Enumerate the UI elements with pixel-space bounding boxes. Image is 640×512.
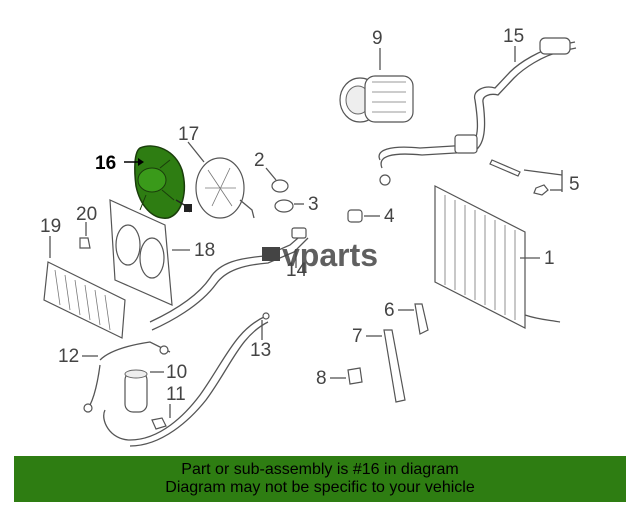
callout-7: 7 <box>352 326 363 347</box>
callout-4: 4 <box>384 206 395 227</box>
callout-12: 12 <box>58 346 79 367</box>
part-pressure-pipe[interactable] <box>378 37 577 186</box>
part-auxiliary-fan[interactable] <box>187 141 255 219</box>
callout-19: 19 <box>40 216 61 237</box>
part-fan-shroud[interactable] <box>109 199 190 306</box>
callout-11: 11 <box>166 384 186 405</box>
callout-8: 8 <box>316 368 327 389</box>
part-seal-kit[interactable] <box>489 159 563 196</box>
callout-16: 16 <box>95 153 116 174</box>
callout-2: 2 <box>254 150 265 171</box>
callout-6: 6 <box>384 300 395 321</box>
part-suction-line[interactable] <box>149 227 309 331</box>
part-clip[interactable] <box>265 167 289 193</box>
part-grommet[interactable] <box>274 199 304 213</box>
part-hose[interactable] <box>103 312 270 447</box>
part-switch[interactable] <box>151 404 171 430</box>
parts-diagram: 9 15 5 1 2 3 4 <box>40 26 580 447</box>
callout-9: 9 <box>372 28 383 49</box>
callout-15: 15 <box>503 26 524 47</box>
part-pressure-switch[interactable] <box>347 209 380 223</box>
part-compressor[interactable] <box>339 48 414 123</box>
callout-13: 13 <box>250 340 271 361</box>
watermark-text: vparts <box>282 237 378 273</box>
part-bracket[interactable] <box>79 222 91 249</box>
banner-line-1: Part or sub-assembly is #16 in diagram <box>181 461 459 478</box>
part-liquid-line[interactable] <box>82 341 171 413</box>
part-support-rail[interactable] <box>366 329 406 403</box>
part-condenser[interactable] <box>434 185 561 329</box>
info-banner: Part or sub-assembly is #16 in diagram D… <box>14 456 626 502</box>
callout-14: 14 <box>286 260 308 281</box>
part-fan-motor-highlighted[interactable] <box>124 145 192 219</box>
part-mount-bracket[interactable] <box>398 303 429 335</box>
callout-18: 18 <box>194 240 215 261</box>
part-bolt[interactable] <box>330 367 363 385</box>
callout-3: 3 <box>308 194 319 215</box>
banner-line-2: Diagram may not be specific to your vehi… <box>165 479 475 496</box>
part-grille[interactable] <box>43 236 126 339</box>
callout-17: 17 <box>178 124 199 145</box>
part-receiver-drier[interactable] <box>124 369 164 413</box>
callout-20: 20 <box>76 204 97 225</box>
callout-10: 10 <box>166 362 187 383</box>
callout-1: 1 <box>544 248 555 269</box>
watermark-logo: vparts <box>262 237 378 273</box>
callout-5: 5 <box>569 174 580 195</box>
